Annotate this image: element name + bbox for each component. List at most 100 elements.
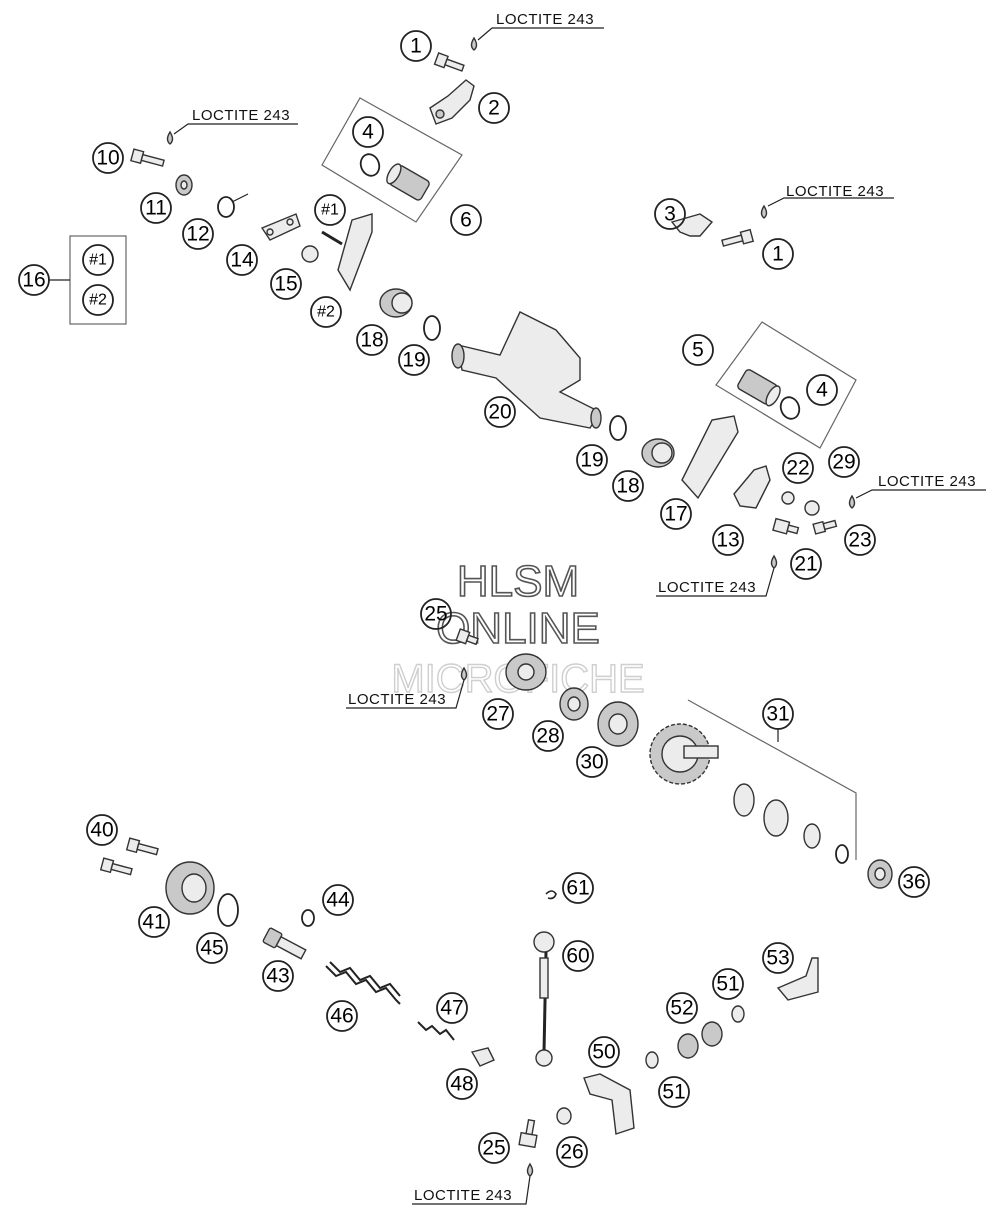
callout-14[interactable]: 14: [226, 244, 258, 276]
svg-text:23: 23: [848, 529, 871, 552]
callout-47[interactable]: 47: [436, 992, 468, 1024]
callout-31[interactable]: 31: [762, 698, 794, 730]
callout-41[interactable]: 41: [138, 906, 170, 938]
svg-text:51: 51: [662, 1081, 685, 1104]
callout-2[interactable]: 2: [478, 92, 510, 124]
callout-51b[interactable]: 51: [658, 1076, 690, 1108]
svg-text:25: 25: [482, 1137, 505, 1160]
callout-15[interactable]: 15: [270, 268, 302, 300]
svg-text:4: 4: [362, 121, 374, 144]
callout-26[interactable]: 26: [556, 1136, 588, 1168]
svg-text:6: 6: [460, 209, 472, 232]
svg-text:18: 18: [360, 329, 383, 352]
callout-1b[interactable]: 1: [762, 238, 794, 270]
callout-27[interactable]: 27: [482, 698, 514, 730]
svg-text:27: 27: [486, 703, 509, 726]
callout-11[interactable]: 11: [140, 192, 172, 224]
callout-28[interactable]: 28: [532, 720, 564, 752]
svg-text:30: 30: [580, 751, 603, 774]
svg-text:1: 1: [772, 243, 784, 266]
svg-text:4: 4: [816, 379, 828, 402]
callout-36[interactable]: 36: [898, 866, 930, 898]
svg-text:22: 22: [786, 457, 809, 480]
callout-50[interactable]: 50: [588, 1036, 620, 1068]
callout-1[interactable]: 1: [400, 30, 432, 62]
callout-46[interactable]: 46: [326, 1000, 358, 1032]
callout-12[interactable]: 12: [182, 218, 214, 250]
callout-5[interactable]: 5: [682, 334, 714, 366]
callout-48[interactable]: 48: [446, 1068, 478, 1100]
callout-16[interactable]: 16: [18, 264, 50, 296]
droplet-icon: [470, 36, 478, 51]
callout-3[interactable]: 3: [654, 198, 686, 230]
callout-25a[interactable]: 25: [420, 598, 452, 630]
svg-text:3: 3: [664, 203, 676, 226]
callout-43[interactable]: 43: [262, 960, 294, 992]
watermark-line-2: ONLINE: [436, 604, 600, 653]
svg-text:53: 53: [766, 947, 789, 970]
droplet-icon: [166, 130, 174, 145]
droplet-icon: [526, 1162, 534, 1177]
callout-45[interactable]: 45: [196, 932, 228, 964]
callout-52[interactable]: 52: [666, 992, 698, 1024]
callout-4a[interactable]: 4: [352, 116, 384, 148]
callout-16-h2[interactable]: #2: [82, 284, 114, 316]
callout-18b[interactable]: 18: [612, 470, 644, 502]
svg-text:47: 47: [440, 997, 463, 1020]
callout-20[interactable]: 20: [484, 396, 516, 428]
svg-text:44: 44: [326, 889, 350, 912]
svg-text:45: 45: [200, 937, 223, 960]
svg-text:61: 61: [566, 877, 589, 900]
svg-text:60: 60: [566, 945, 589, 968]
callout-18a[interactable]: 18: [356, 324, 388, 356]
callout-19a[interactable]: 19: [398, 344, 430, 376]
loctite-label-25b: LOCTITE 243: [414, 1187, 512, 1204]
svg-text:48: 48: [450, 1073, 473, 1096]
callout-23[interactable]: 23: [844, 524, 876, 556]
callout-h1[interactable]: #1: [314, 194, 346, 226]
svg-text:26: 26: [560, 1141, 583, 1164]
loctite-annotations: LOCTITE 243 LOCTITE 243 LOCTITE 243 LOCT…: [166, 11, 986, 1205]
callout-22[interactable]: 22: [782, 452, 814, 484]
droplet-icon: [460, 666, 468, 681]
loctite-label-21: LOCTITE 243: [658, 579, 756, 596]
callout-53[interactable]: 53: [762, 942, 794, 974]
svg-text:13: 13: [716, 529, 739, 552]
part-shapes: [99, 52, 893, 1149]
callout-51a[interactable]: 51: [712, 968, 744, 1000]
callout-6[interactable]: 6: [450, 204, 482, 236]
svg-text:36: 36: [902, 871, 925, 894]
svg-text:16: 16: [22, 269, 45, 292]
callout-h2[interactable]: #2: [310, 296, 342, 328]
callout-60[interactable]: 60: [562, 940, 594, 972]
callout-25b[interactable]: 25: [478, 1132, 510, 1164]
svg-text:17: 17: [664, 503, 687, 526]
svg-text:11: 11: [145, 197, 167, 220]
svg-text:20: 20: [488, 401, 511, 424]
callout-16-h1[interactable]: #1: [82, 244, 114, 276]
svg-text:5: 5: [692, 339, 704, 362]
subassembly-box-6: [321, 97, 463, 223]
callout-30[interactable]: 30: [576, 746, 608, 778]
callout-10[interactable]: 10: [92, 142, 124, 174]
callout-17[interactable]: 17: [660, 498, 692, 530]
callout-4b[interactable]: 4: [806, 374, 838, 406]
svg-text:19: 19: [580, 449, 603, 472]
subassembly-box-5: [715, 321, 857, 449]
callout-61[interactable]: 61: [562, 872, 594, 904]
callout-21[interactable]: 21: [790, 548, 822, 580]
callout-29[interactable]: 29: [828, 446, 860, 478]
droplet-icon: [760, 204, 768, 219]
svg-text:14: 14: [230, 249, 254, 272]
svg-text:18: 18: [616, 475, 639, 498]
svg-text:#1: #1: [89, 252, 107, 269]
svg-text:50: 50: [592, 1041, 615, 1064]
callout-13[interactable]: 13: [712, 524, 744, 556]
callout-19b[interactable]: 19: [576, 444, 608, 476]
callout-44[interactable]: 44: [322, 884, 354, 916]
callout-40[interactable]: 40: [86, 814, 118, 846]
loctite-label-1: LOCTITE 243: [496, 11, 594, 28]
svg-text:52: 52: [670, 997, 693, 1020]
svg-text:29: 29: [832, 451, 855, 474]
